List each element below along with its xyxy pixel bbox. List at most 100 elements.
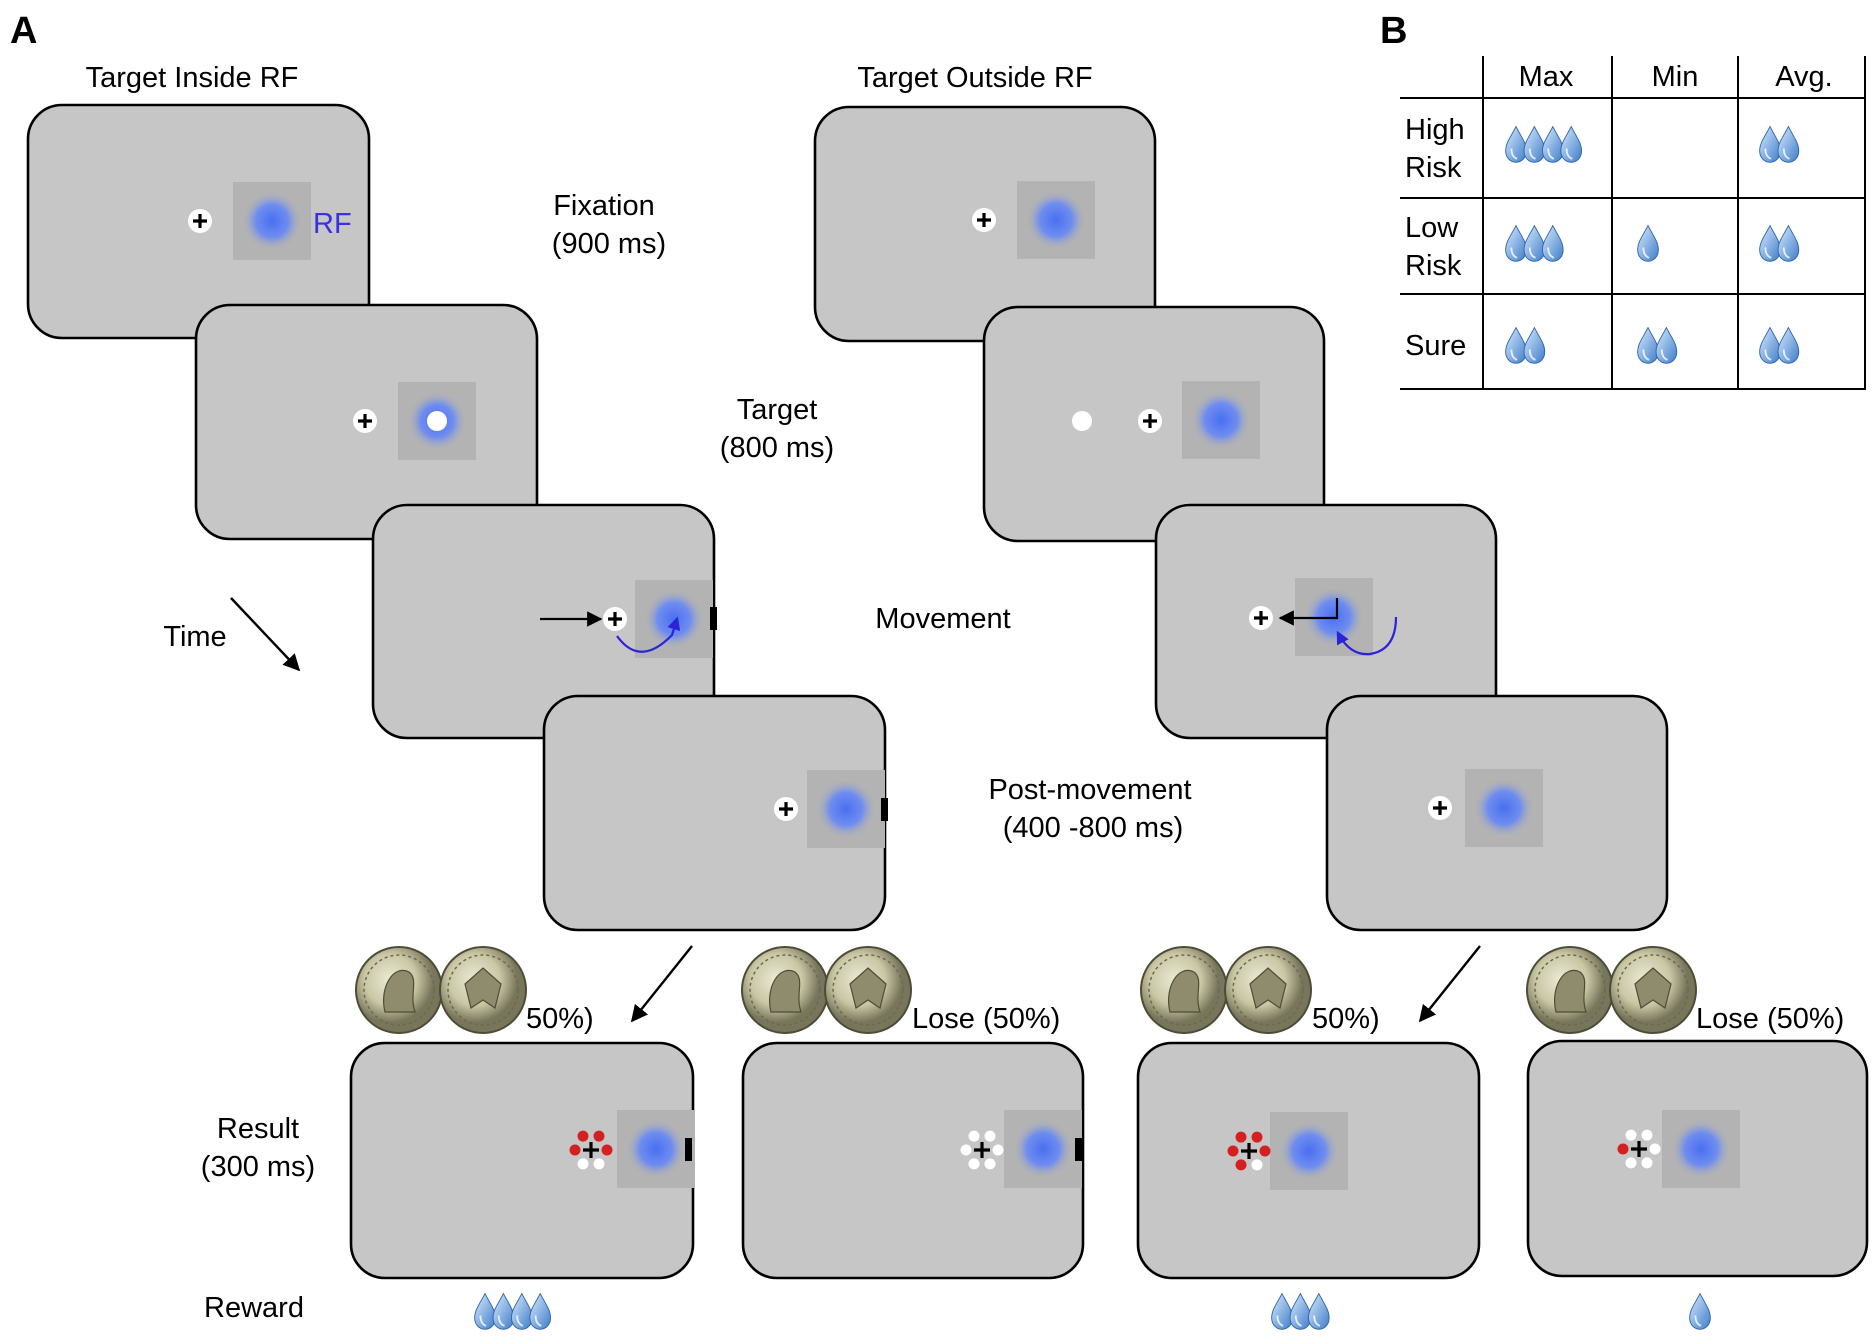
reward-label: Reward [204, 1292, 304, 1324]
rf-blob [1026, 190, 1086, 250]
water-drop-icon [1777, 125, 1800, 163]
quarter-coin-icon [1609, 946, 1697, 1034]
fixation-cross-icon [353, 409, 377, 433]
choice-bar [685, 1138, 692, 1161]
epoch-target-duration: (800 ms) [720, 432, 834, 464]
choice-bar [1075, 1138, 1082, 1161]
water-drop-icon [1541, 125, 1564, 163]
water-drop-icon [510, 1292, 533, 1330]
time-arrow [230, 597, 301, 672]
table-row-label: Risk [1405, 250, 1462, 282]
quarter-coin-icon [1526, 946, 1614, 1034]
time-label: Time [163, 621, 226, 653]
panel-label-b: B [1380, 10, 1407, 52]
column-title-inside: Target Inside RF [86, 62, 299, 94]
water-drop-icon [1505, 224, 1527, 262]
screen-result-inside-win [349, 1041, 695, 1280]
feedback-dots [1617, 1129, 1661, 1169]
water-drop-icon [492, 1292, 515, 1330]
rf-blob [1474, 778, 1534, 838]
water-drop-icon [1541, 224, 1564, 262]
table-header-max: Max [1519, 61, 1574, 93]
fixation-cross-icon [1138, 409, 1162, 433]
reward-schedule-table: Max Min Avg. High Risk Low Risk Sure [1400, 56, 1866, 390]
water-drop-icon [1271, 1292, 1293, 1330]
table-header-avg: Avg. [1775, 61, 1833, 93]
screen-inside-target [194, 303, 539, 541]
screen-inside-fixation: RF [26, 103, 371, 340]
rf-sweep-arrow [616, 616, 681, 653]
water-drop-icon [1307, 1292, 1330, 1330]
result-duration: (300 ms) [201, 1151, 315, 1183]
outcome-arrow [630, 945, 693, 1023]
epoch-postmovement-duration: (400 -800 ms) [1003, 812, 1184, 844]
table-row-label: Risk [1405, 152, 1462, 184]
water-drop-icon [1759, 326, 1781, 364]
outcome-label-1: 50%) [526, 1003, 594, 1035]
water-drop-icon [1523, 326, 1546, 364]
rf-blob [1191, 390, 1251, 450]
saccade-target-dot [427, 411, 447, 431]
quarter-coin-icon [355, 946, 443, 1034]
water-drop-icon [1523, 224, 1546, 262]
fixation-cross-icon [188, 209, 212, 233]
water-drop-icon [1289, 1292, 1312, 1330]
screen-result-inside-lose [741, 1041, 1085, 1280]
quarter-coin-icon [1140, 946, 1228, 1034]
water-drop-icon [1777, 224, 1800, 262]
feedback-dots [569, 1130, 613, 1170]
water-drop-icon [1777, 326, 1800, 364]
water-drop-icon [529, 1292, 552, 1330]
water-drop-icon [1560, 125, 1583, 163]
outcome-label-4: Lose (50%) [1696, 1003, 1844, 1035]
water-drop-icon [1505, 326, 1527, 364]
rf-blob [816, 779, 876, 839]
screen-result-outside-lose [1526, 1039, 1869, 1278]
water-drop-icon [1637, 224, 1659, 262]
coin-row [355, 946, 1697, 1034]
table-row-label: High [1405, 114, 1465, 146]
epoch-postmovement-name: Post-movement [988, 774, 1191, 806]
screen-inside-movement [371, 503, 717, 740]
screen-inside-postmovement [542, 694, 888, 932]
rf-blob [1013, 1119, 1073, 1179]
water-drop-icon [474, 1292, 496, 1330]
result-label: Result [217, 1113, 299, 1145]
table-row-label: Sure [1405, 330, 1466, 362]
choice-bar [710, 607, 717, 630]
water-drop-icon [1523, 125, 1546, 163]
choice-bar [881, 798, 888, 821]
rf-blob [626, 1119, 686, 1179]
feedback-dots [960, 1130, 1004, 1170]
outcome-label-2: Lose (50%) [912, 1003, 1060, 1035]
epoch-target-name: Target [737, 394, 818, 426]
fixation-cross-icon [774, 797, 798, 821]
screen-result-outside-win [1136, 1041, 1481, 1280]
saccade-target-dot [1072, 411, 1092, 431]
table-row-label: Low [1405, 212, 1459, 244]
quarter-coin-icon [1224, 946, 1312, 1034]
water-drop-icon [1759, 224, 1781, 262]
water-drop-icon [1759, 125, 1781, 163]
screen-outside-movement [1154, 503, 1498, 740]
rf-label: RF [313, 208, 352, 240]
fixation-cross-icon [972, 208, 996, 232]
quarter-coin-icon [824, 946, 912, 1034]
panel-label-a: A [10, 10, 37, 52]
water-drop-icon [1655, 326, 1678, 364]
outcome-arrow [1418, 945, 1481, 1023]
feedback-dots [1227, 1131, 1271, 1171]
fixation-cross-icon [1249, 606, 1273, 630]
fixation-cross-icon [1428, 796, 1452, 820]
screen-outside-postmovement [1325, 694, 1669, 932]
table-drops [1505, 125, 1800, 364]
fixation-cross-icon [603, 607, 627, 631]
rf-blob [242, 191, 302, 251]
outcome-label-3: 50%) [1312, 1003, 1380, 1035]
reward-row [474, 1292, 1711, 1330]
quarter-coin-icon [439, 946, 527, 1034]
water-drop-icon [1689, 1292, 1711, 1330]
table-header-min: Min [1652, 61, 1699, 93]
epoch-fixation-duration: (900 ms) [552, 228, 666, 260]
